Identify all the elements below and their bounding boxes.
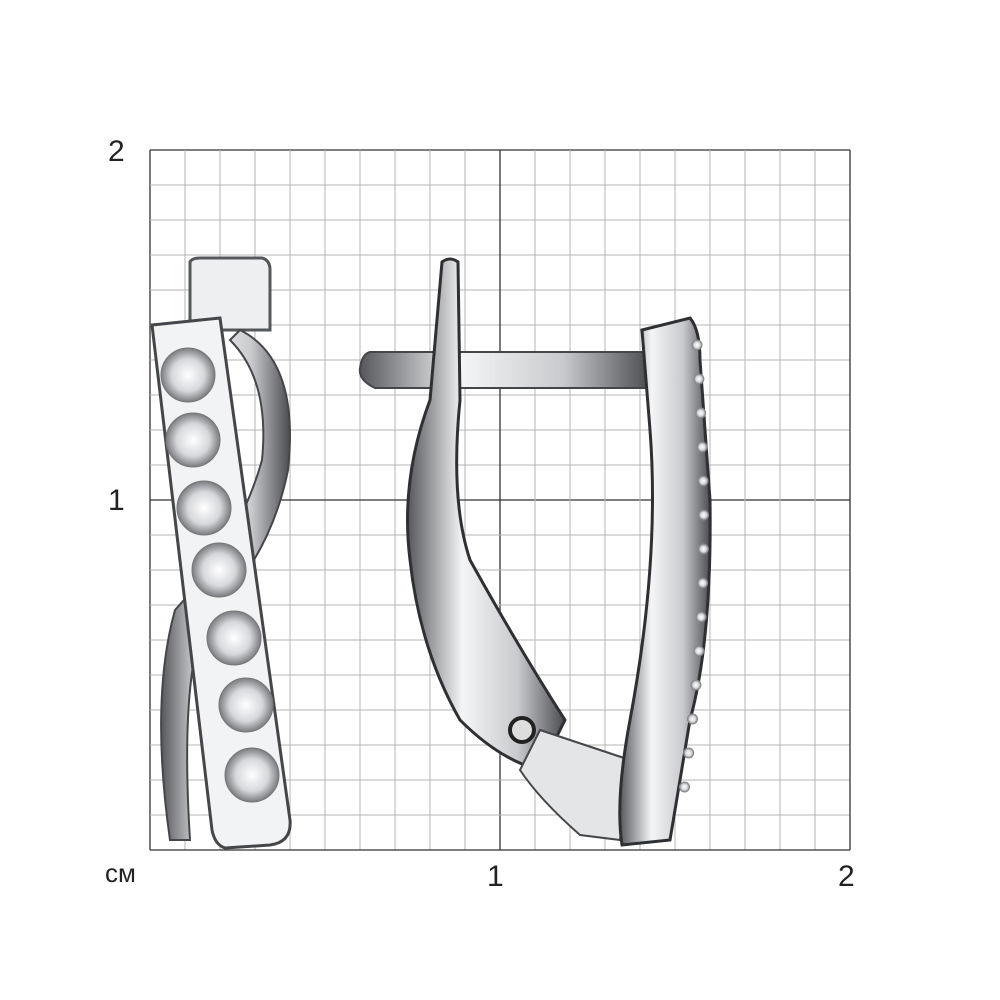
gemstone (160, 347, 216, 403)
x-axis-label-1: 1 (487, 860, 504, 893)
earring-front-view (150, 256, 292, 850)
gemstone (697, 543, 709, 555)
gemstone (165, 412, 221, 468)
gemstone (698, 509, 710, 521)
gemstone (683, 747, 695, 759)
gemstone (679, 781, 691, 793)
gemstone (691, 339, 703, 351)
gemstone (176, 480, 232, 536)
y-axis-label-2: 2 (108, 135, 125, 168)
gemstone (218, 677, 274, 733)
unit-label: см (105, 858, 136, 888)
gemstone (687, 713, 699, 725)
gemstone (206, 610, 262, 666)
gemstone (697, 475, 709, 487)
gemstone (696, 441, 708, 453)
gemstone (695, 407, 707, 419)
earring-side-view (358, 257, 712, 847)
gemstone (695, 611, 707, 623)
gemstone (697, 577, 709, 589)
gemstone (693, 373, 705, 385)
y-axis-label-1: 1 (108, 484, 125, 517)
gemstone (690, 679, 702, 691)
x-axis-label-2: 2 (838, 860, 855, 893)
gemstone (224, 747, 280, 803)
gemstone (693, 645, 705, 657)
gemstone (191, 542, 247, 598)
